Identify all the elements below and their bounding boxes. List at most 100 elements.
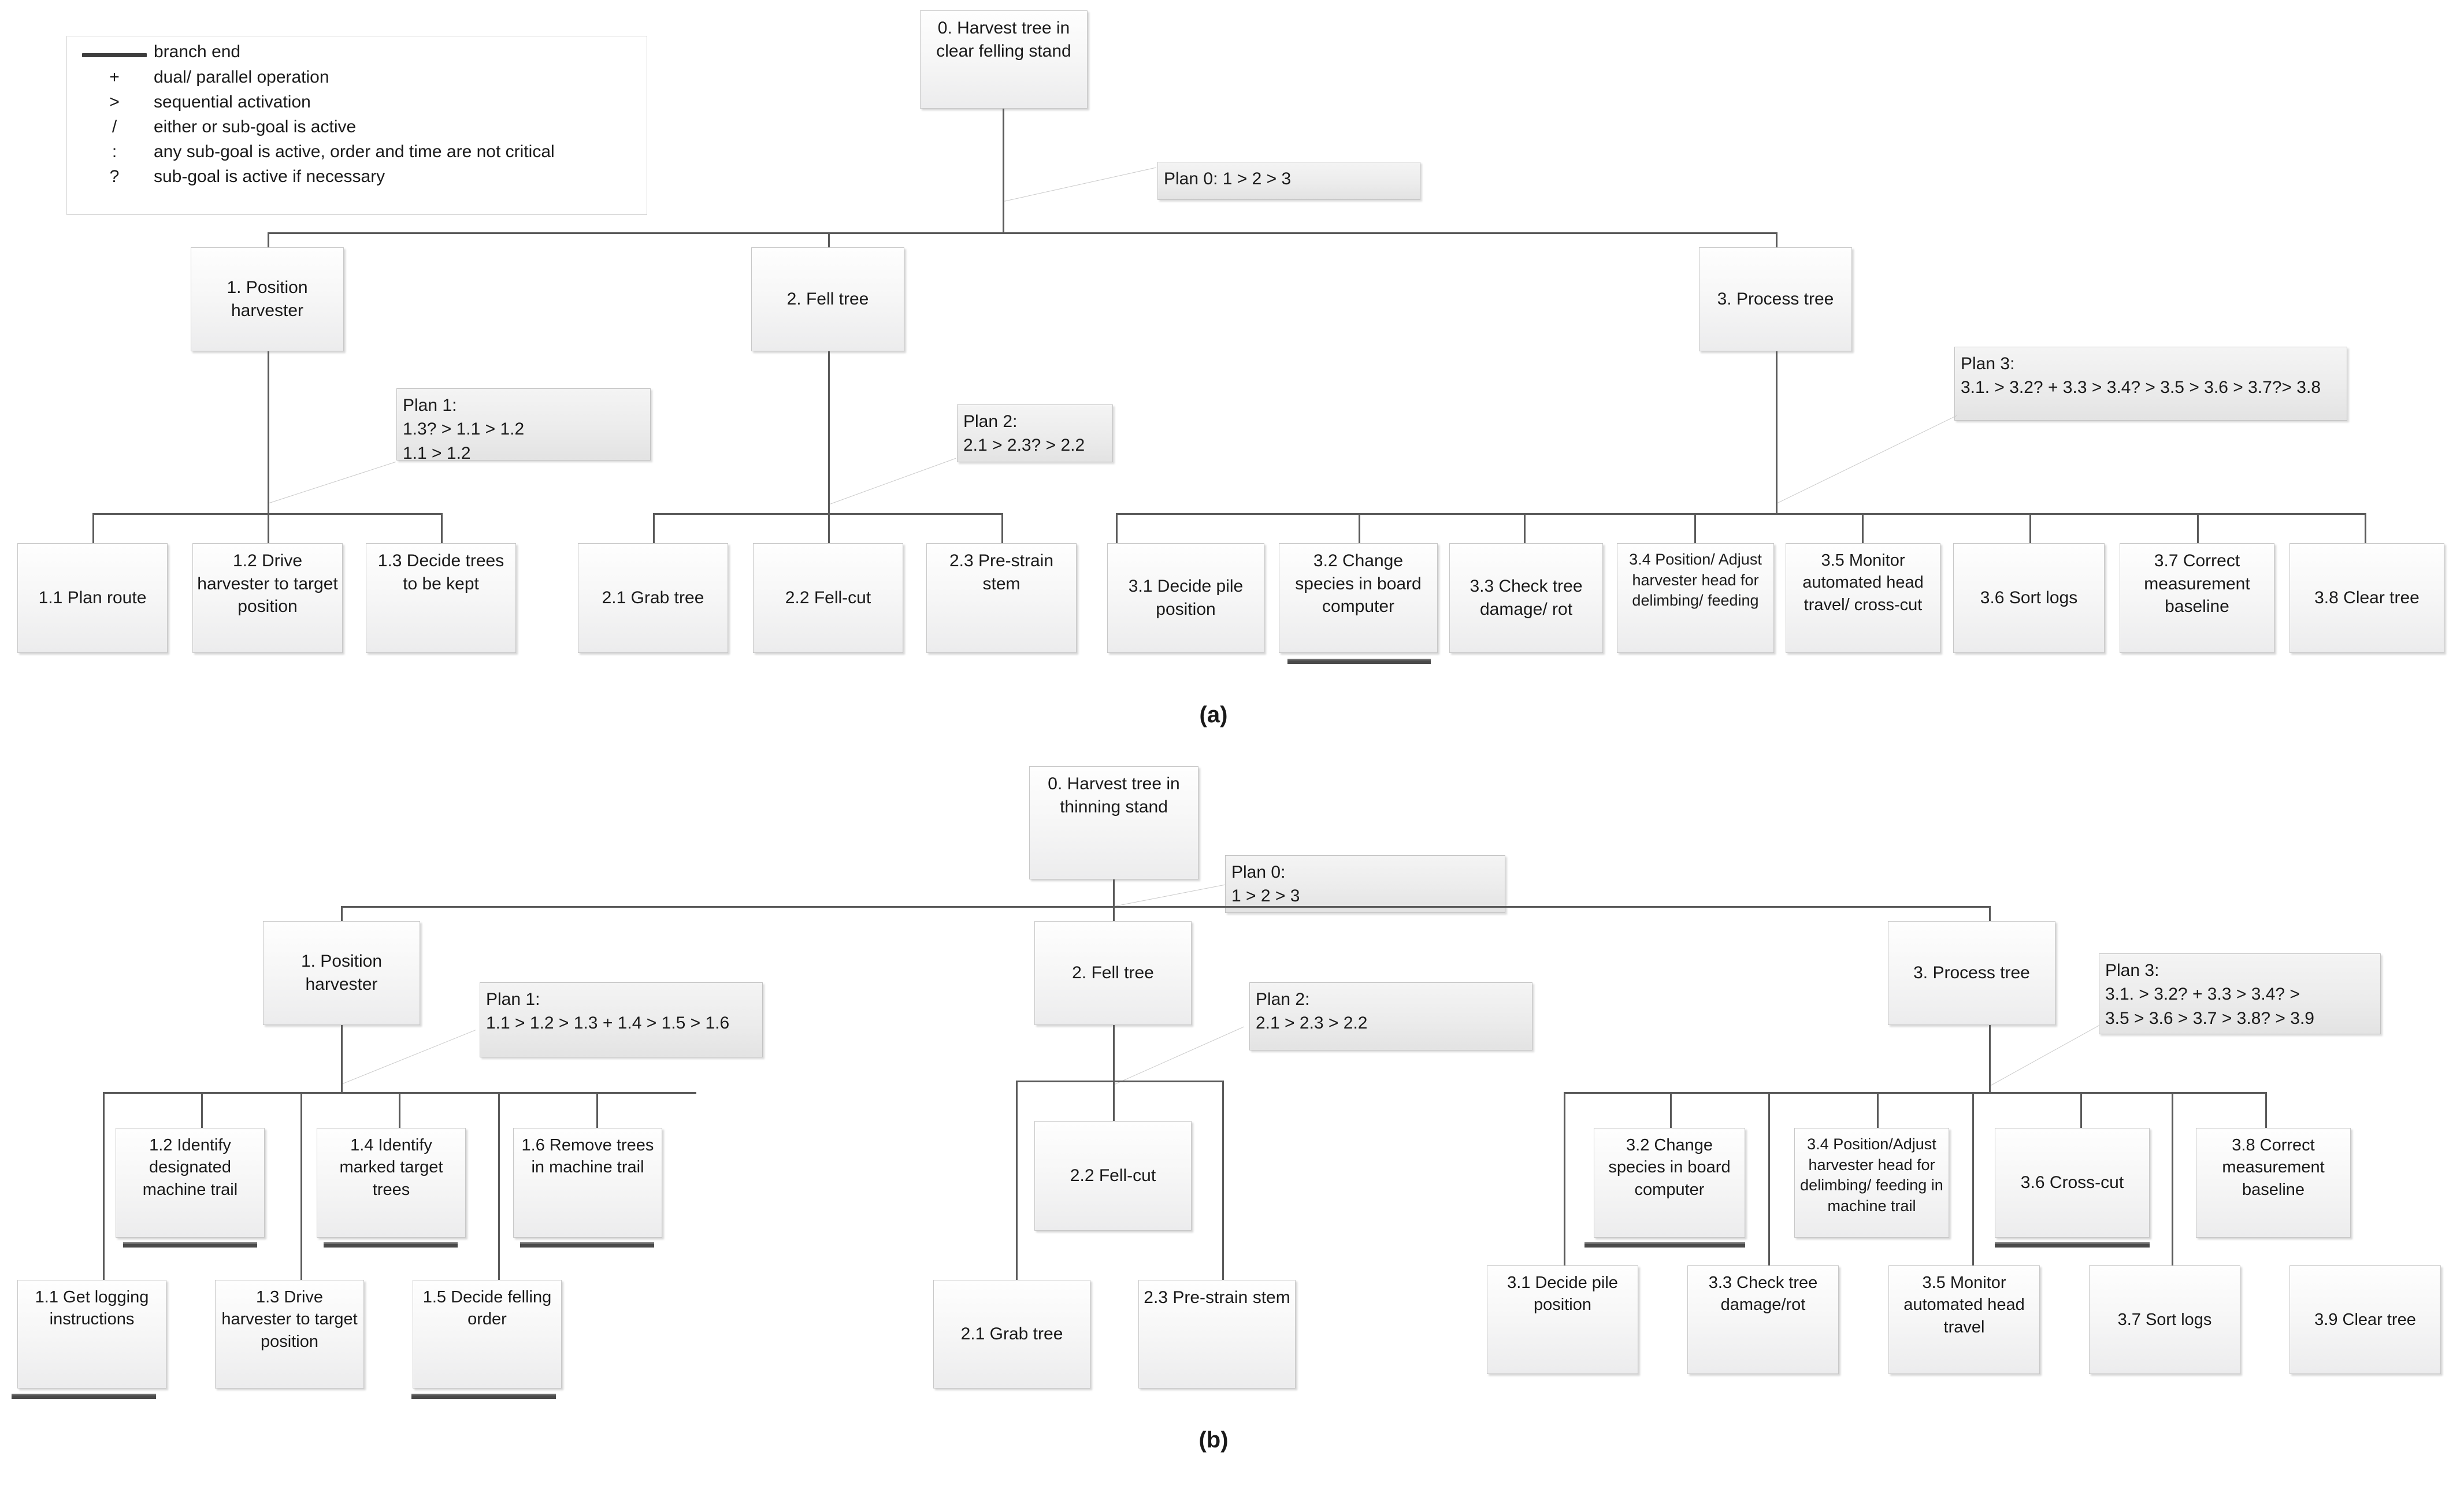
connector-b-b3-v38	[2265, 1092, 2267, 1128]
branch-end-bar	[1995, 1242, 2150, 1248]
connector-b-l1-1	[341, 906, 343, 921]
plan-text: Plan 3: 3.1. > 3.2? + 3.3 > 3.4? > 3.5 >…	[1961, 354, 2321, 398]
node-a-1-3[interactable]: 1.3 Decide trees to be kept	[366, 543, 516, 653]
node-label: 3. Process tree	[1717, 289, 1834, 309]
colon-symbol-icon: :	[112, 142, 117, 161]
node-b-1-4[interactable]: 1.4 Identify marked target trees	[317, 1128, 466, 1238]
node-label: 3.1 Decide pile position	[1128, 577, 1244, 619]
connector-a-b3-3	[1524, 513, 1526, 543]
connector-a-b3-4	[1694, 513, 1696, 543]
legend-box: branch end + dual/ parallel operation > …	[66, 36, 647, 215]
branch-end-bar	[411, 1394, 556, 1399]
legend-row: ? sub-goal is active if necessary	[80, 167, 385, 187]
plan-a-1: Plan 1: 1.3? > 1.1 > 1.2 1.1 > 1.2	[396, 388, 651, 463]
plus-symbol-icon: +	[109, 68, 120, 87]
node-a-3-5[interactable]: 3.5 Monitor automated head travel/ cross…	[1786, 543, 1940, 653]
node-b-1-6[interactable]: 1.6 Remove trees in machine trail	[513, 1128, 662, 1238]
node-b-1-3[interactable]: 1.3 Drive harvester to target position	[215, 1280, 364, 1389]
node-label: 1.2 Identify designated machine trail	[142, 1136, 238, 1199]
node-a-2-2[interactable]: 2.2 Fell-cut	[753, 543, 903, 653]
node-label: 3.7 Sort logs	[2117, 1310, 2212, 1329]
plan-text: Plan 0: 1 > 2 > 3	[1231, 863, 1300, 906]
node-b-3-2[interactable]: 3.2 Change species in board computer	[1594, 1128, 1745, 1238]
node-b-2-1[interactable]: 2.1 Grab tree	[933, 1280, 1090, 1389]
node-b-1[interactable]: 1. Position harvester	[263, 921, 420, 1025]
node-a-3-4[interactable]: 3.4 Position/ Adjust harvester head for …	[1617, 543, 1774, 653]
legend-label: any sub-goal is active, order and time a…	[154, 142, 555, 161]
node-b-3-8[interactable]: 3.8 Correct measurement baseline	[2196, 1128, 2351, 1238]
node-label: 2.3 Pre-strain stem	[1144, 1288, 1290, 1307]
connector-a-2-down	[828, 351, 830, 513]
node-a-3-2[interactable]: 3.2 Change species in board computer	[1279, 543, 1438, 653]
node-label: 1.6 Remove trees in machine trail	[521, 1136, 654, 1177]
connector-a-l1-3	[1776, 232, 1778, 247]
node-a-3-3[interactable]: 3.3 Check tree damage/ rot	[1449, 543, 1603, 653]
node-b-3[interactable]: 3. Process tree	[1888, 921, 2055, 1025]
node-label: 2. Fell tree	[1072, 963, 1154, 983]
node-b-3-5[interactable]: 3.5 Monitor automated head travel	[1888, 1265, 2040, 1374]
node-a-3-1[interactable]: 3.1 Decide pile position	[1107, 543, 1264, 653]
connector-a-l1-2	[828, 232, 830, 247]
node-b-3-9[interactable]: 3.9 Clear tree	[2289, 1265, 2441, 1374]
node-a-1-2[interactable]: 1.2 Drive harvester to target position	[192, 543, 343, 653]
connector-a-b1-1	[92, 513, 94, 543]
legend-label: either or sub-goal is active	[154, 117, 357, 136]
node-a-2[interactable]: 2. Fell tree	[751, 247, 904, 351]
node-label: 3.8 Clear tree	[2314, 588, 2420, 608]
node-a-3[interactable]: 3. Process tree	[1699, 247, 1852, 351]
plan-text: Plan 2: 2.1 > 2.3? > 2.2	[963, 412, 1085, 455]
plan-b-2: Plan 2: 2.1 > 2.3 > 2.2	[1249, 982, 1532, 1050]
connector-b-b2-v22	[1113, 1081, 1115, 1128]
connector-b-b3-v35	[1972, 1092, 1974, 1280]
connector-b-b3-v31	[1564, 1092, 1565, 1280]
node-b-3-4[interactable]: 3.4 Position/Adjust harvester head for d…	[1794, 1128, 1949, 1238]
node-b-3-3[interactable]: 3.3 Check tree damage/rot	[1687, 1265, 1839, 1374]
branch-end-bar	[1287, 659, 1431, 664]
node-a-3-6[interactable]: 3.6 Sort logs	[1953, 543, 2105, 653]
plan-text: Plan 0: 1 > 2 > 3	[1164, 169, 1292, 188]
caption-text: (b)	[1198, 1427, 1229, 1453]
connector-b-l1-2	[1113, 906, 1115, 921]
legend-row: > sequential activation	[80, 92, 311, 112]
node-label: 1.4 Identify marked target trees	[339, 1136, 443, 1199]
node-b-2-2[interactable]: 2.2 Fell-cut	[1034, 1121, 1192, 1231]
node-a-3-8[interactable]: 3.8 Clear tree	[2289, 543, 2444, 653]
connector-b-b3-v32	[1670, 1092, 1672, 1128]
node-label: 3. Process tree	[1913, 963, 2030, 983]
branch-end-bar-icon	[80, 42, 149, 62]
node-a-3-7[interactable]: 3.7 Correct measurement baseline	[2120, 543, 2274, 653]
node-b-3-1[interactable]: 3.1 Decide pile position	[1487, 1265, 1638, 1374]
connector-b-b3-v33	[1768, 1092, 1770, 1280]
node-b-2-3[interactable]: 2.3 Pre-strain stem	[1138, 1280, 1296, 1389]
branch-end-bar	[520, 1242, 654, 1248]
connector-a-b3-1	[1116, 513, 1118, 543]
node-label: 0. Harvest tree in clear felling stand	[936, 18, 1071, 61]
connector-a-b2-2	[828, 513, 830, 543]
plan-b-1: Plan 1: 1.1 > 1.2 > 1.3 + 1.4 > 1.5 > 1.…	[480, 982, 763, 1057]
node-b-3-7[interactable]: 3.7 Sort logs	[2089, 1265, 2240, 1374]
node-label: 3.6 Sort logs	[1980, 588, 2078, 608]
greater-than-symbol-icon: >	[109, 92, 120, 112]
legend-label: sub-goal is active if necessary	[154, 167, 385, 186]
node-a-1-1[interactable]: 1.1 Plan route	[17, 543, 168, 653]
connector-a-b2-1	[653, 513, 655, 543]
node-label: 1. Position harvester	[300, 952, 383, 994]
node-b-1-5[interactable]: 1.5 Decide felling order	[413, 1280, 562, 1389]
node-b-2[interactable]: 2. Fell tree	[1034, 921, 1192, 1025]
node-b-1-2[interactable]: 1.2 Identify designated machine trail	[116, 1128, 265, 1238]
node-b-1-1[interactable]: 1.1 Get logging instructions	[17, 1280, 166, 1389]
node-b-3-6[interactable]: 3.6 Cross-cut	[1995, 1128, 2150, 1238]
connector-b-b2-v23	[1222, 1081, 1224, 1280]
question-mark-symbol-icon: ?	[109, 167, 120, 186]
connector-b-b2-bus	[1016, 1081, 1224, 1082]
connector-a-l1-1	[268, 232, 269, 247]
node-a-2-1[interactable]: 2.1 Grab tree	[578, 543, 728, 653]
node-b-root[interactable]: 0. Harvest tree in thinning stand	[1029, 766, 1198, 879]
branch-end-bar	[123, 1242, 257, 1248]
node-a-root[interactable]: 0. Harvest tree in clear felling stand	[920, 10, 1088, 109]
node-label: 2.3 Pre-strain stem	[949, 551, 1054, 593]
node-a-2-3[interactable]: 2.3 Pre-strain stem	[926, 543, 1077, 653]
node-label: 3.3 Check tree damage/rot	[1708, 1274, 1818, 1315]
leader-a-plan2	[830, 458, 956, 504]
node-a-1[interactable]: 1. Position harvester	[191, 247, 344, 351]
